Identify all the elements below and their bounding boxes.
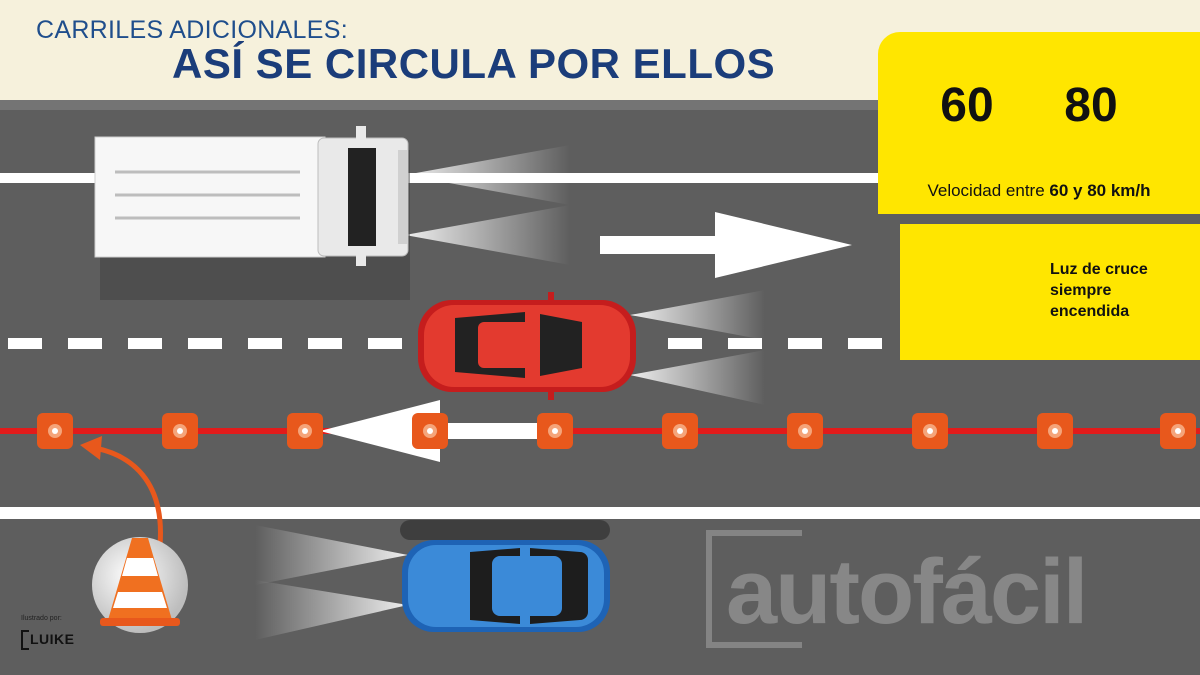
lane-line-bottom	[0, 507, 1200, 519]
red-separator-line	[0, 428, 1200, 434]
speed-sign-60-label: 60	[940, 79, 994, 132]
traffic-beacons	[37, 413, 1196, 449]
credit-label: Ilustrado por:	[21, 615, 62, 622]
blue-car	[255, 520, 610, 640]
header-subtitle: CARRILES ADICIONALES:	[36, 16, 348, 44]
speed-caption-range: 60 y 80 km/h	[1049, 181, 1151, 200]
watermark-frame	[706, 530, 802, 648]
credit-name: LUIKE	[30, 631, 75, 647]
credit-logo-bracket	[21, 630, 29, 650]
header-title: ASÍ SE CIRCULA POR ELLOS	[172, 40, 776, 87]
light-panel: Luz de cruce siempre encendida	[900, 224, 1200, 360]
curved-arrow	[94, 445, 163, 546]
speed-sign-80-label: 80	[1064, 79, 1118, 132]
speed-caption-prefix: Velocidad entre	[927, 181, 1050, 200]
red-car	[418, 290, 765, 405]
watermark-logo: autofácil	[726, 541, 1088, 643]
speed-panel: 60 80 Velocidad entre 60 y 80 km/h	[878, 32, 1200, 214]
direction-arrow-left	[320, 400, 540, 462]
traffic-cone-icon	[92, 537, 188, 633]
direction-arrow-right	[600, 212, 852, 278]
white-truck	[94, 126, 570, 300]
speed-caption: Velocidad entre 60 y 80 km/h	[878, 181, 1200, 201]
lane-dashes	[8, 338, 882, 349]
light-panel-text: Luz de cruce siempre encendida	[1050, 261, 1148, 320]
